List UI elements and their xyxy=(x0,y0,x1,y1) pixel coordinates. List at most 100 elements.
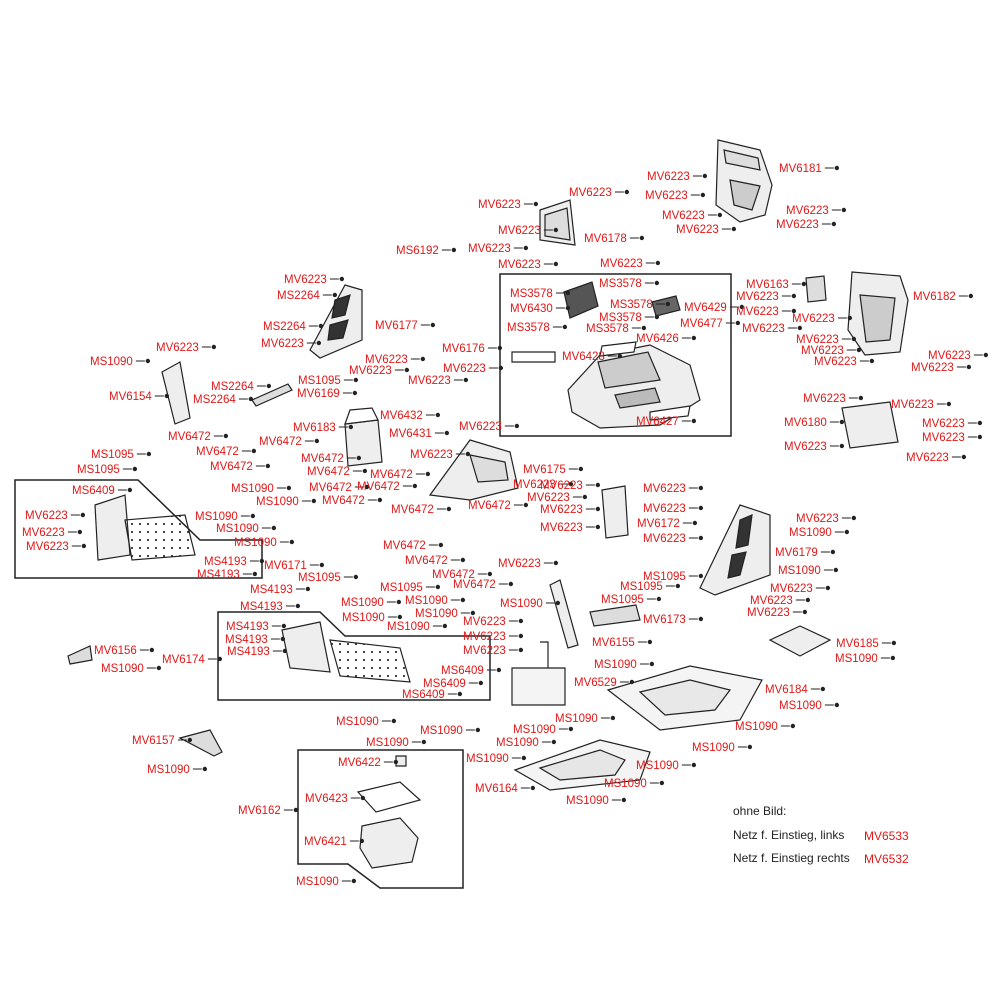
fastener-icon xyxy=(149,647,155,653)
part-label: MV6223 xyxy=(645,190,706,202)
fastener-icon xyxy=(797,325,803,331)
part-label: MV6182 xyxy=(913,291,974,303)
part-label: MV6472 xyxy=(309,482,370,494)
fastener-icon xyxy=(851,336,857,342)
note-row-code: MV6532 xyxy=(864,852,909,866)
part-label-text: MS4193 xyxy=(204,556,247,568)
part-label: MV6223 xyxy=(643,533,704,545)
fastener-icon xyxy=(396,599,402,605)
part-label-text: MV6431 xyxy=(389,428,432,440)
part-label-text: MS1090 xyxy=(420,725,463,737)
part-label: MV6472 xyxy=(357,481,418,493)
part-label-text: MS1095 xyxy=(380,582,423,594)
fastener-icon xyxy=(332,292,338,298)
part-label: MS1095 xyxy=(601,594,662,606)
fastener-icon xyxy=(692,520,698,526)
part-mv6171 xyxy=(94,494,196,561)
part-label: MV6223 xyxy=(498,259,559,271)
part-label-text: MV6223 xyxy=(463,631,506,643)
part-label: MS4193 xyxy=(225,634,286,646)
part-label-text: MV6223 xyxy=(906,452,949,464)
part-label-text: MS2264 xyxy=(277,290,320,302)
fastener-icon xyxy=(791,293,797,299)
fastener-icon xyxy=(362,468,368,474)
part-label: MV6171 xyxy=(264,560,325,572)
fastener-icon xyxy=(478,680,484,686)
fastener-icon xyxy=(801,281,807,287)
fastener-icon xyxy=(187,737,193,743)
part-mv6529 xyxy=(511,641,566,706)
part-label-text: MV6223 xyxy=(261,338,304,350)
part-label-text: MV6169 xyxy=(297,388,340,400)
fastener-icon xyxy=(624,189,630,195)
part-label-text: MV6223 xyxy=(928,350,971,362)
fastener-icon xyxy=(251,448,257,454)
part-label-text: MV6223 xyxy=(463,616,506,628)
part-label-text: MS6192 xyxy=(396,245,439,257)
part-label-text: MS1090 xyxy=(336,716,379,728)
fastener-icon xyxy=(77,529,83,535)
part-label: MS2264 xyxy=(263,321,324,333)
part-label: MS1090 xyxy=(594,659,655,671)
part-label-text: MV6426 xyxy=(636,333,679,345)
fastener-icon xyxy=(518,647,524,653)
note-row-label: Netz f. Einstieg rechts xyxy=(733,851,850,865)
part-label-text: MV6223 xyxy=(645,190,688,202)
part-label-text: MV6223 xyxy=(478,199,521,211)
part-label-text: MV6472 xyxy=(370,469,413,481)
part-label: MS1090 xyxy=(636,760,697,772)
fastener-icon xyxy=(391,718,397,724)
group-box-mv6174 xyxy=(217,611,491,701)
part-label: MV6223 xyxy=(513,479,574,491)
part-mv6185 xyxy=(768,625,832,657)
fastener-icon xyxy=(825,585,831,591)
part-label: MV6223 xyxy=(25,510,86,522)
fastener-icon xyxy=(442,623,448,629)
fastener-icon xyxy=(265,463,271,469)
part-label: MS1090 xyxy=(496,737,557,749)
part-label-text: MS4193 xyxy=(250,584,293,596)
fastener-icon xyxy=(830,549,836,555)
part-label: MV6179 xyxy=(775,547,836,559)
part-mv6174 xyxy=(281,621,411,683)
part-label-text: MS1090 xyxy=(594,659,637,671)
fastener-icon xyxy=(834,165,840,171)
fastener-icon xyxy=(834,702,840,708)
part-label: MV6432 xyxy=(380,410,441,422)
fastener-icon xyxy=(610,715,616,721)
fastener-icon xyxy=(665,301,671,307)
part-label: MV6223 xyxy=(468,243,529,255)
part-label-text: MS3578 xyxy=(507,322,550,334)
fastener-icon xyxy=(595,482,601,488)
part-label: MS1090 xyxy=(234,537,295,549)
part-label: MS1090 xyxy=(420,725,481,737)
part-label: MV6431 xyxy=(389,428,450,440)
fastener-icon xyxy=(508,581,514,587)
fastener-icon xyxy=(460,557,466,563)
fastener-icon xyxy=(457,691,463,697)
part-label: MV6223 xyxy=(569,187,630,199)
fastener-icon xyxy=(562,324,568,330)
part-label: MS1095 xyxy=(91,449,152,461)
group-box-mv6171 xyxy=(14,479,263,579)
part-label-text: MV6223 xyxy=(540,480,583,492)
part-label: MV6176 xyxy=(442,343,503,355)
part-label: MV6162 xyxy=(238,805,299,817)
part-label-text: MS1090 xyxy=(256,496,299,508)
fastener-icon xyxy=(217,656,223,662)
part-label: MV6223 xyxy=(784,441,845,453)
part-label: MV6223 xyxy=(792,313,853,325)
part-label: MS6409 xyxy=(402,689,463,701)
part-label-text: MS1090 xyxy=(296,876,339,888)
fastener-icon xyxy=(435,584,441,590)
part-label-text: MS4193 xyxy=(227,646,270,658)
part-label-text: MV6428 xyxy=(562,351,605,363)
part-label-text: MS4193 xyxy=(226,621,269,633)
part-label-text: MV6472 xyxy=(468,500,511,512)
part-label: MS3578 xyxy=(510,288,571,300)
part-label: MV6155 xyxy=(592,637,653,649)
fastener-icon xyxy=(533,201,539,207)
fastener-icon xyxy=(641,325,647,331)
fastener-icon xyxy=(977,420,983,426)
